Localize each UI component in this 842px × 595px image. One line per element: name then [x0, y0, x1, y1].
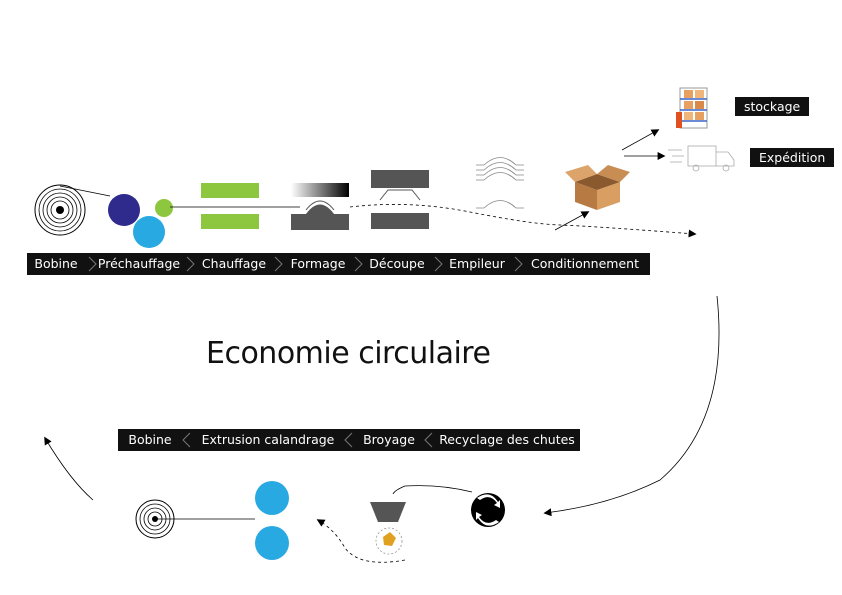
separator-chevrons-reverse — [182, 432, 433, 448]
reel-icon — [135, 499, 175, 539]
step-bobine-recycle: Bobine — [128, 432, 172, 447]
truck-icon — [668, 145, 735, 172]
reel-icon — [34, 184, 86, 236]
shelving-icon — [676, 87, 708, 129]
heater-icon — [201, 183, 259, 229]
step-decoupe: Découpe — [369, 256, 425, 271]
shipping-label: Expédition — [750, 148, 835, 167]
recycling-steps-bar: Bobine Extrusion calandrage Broyage Recy… — [118, 429, 580, 451]
step-bobine: Bobine — [34, 256, 78, 271]
step-prechauffage: Préchauffage — [97, 256, 181, 271]
mold-icon — [291, 183, 349, 230]
page-title: Economie circulaire — [206, 336, 491, 371]
step-formage: Formage — [290, 256, 346, 271]
production-steps-bar: Bobine Préchauffage Chauffage Formage Dé… — [27, 253, 650, 275]
storage-label: stockage — [735, 97, 810, 116]
stack-icon — [476, 157, 524, 209]
box-icon — [565, 165, 630, 210]
recycle-icon — [471, 493, 505, 527]
separator-chevrons — [88, 256, 523, 272]
roller-icon — [108, 194, 173, 248]
step-extrusion: Extrusion calandrage — [201, 432, 335, 447]
grinder-icon — [370, 502, 406, 555]
step-empileur: Empileur — [449, 256, 505, 271]
cutter-icon — [371, 170, 429, 229]
step-broyage: Broyage — [363, 432, 415, 447]
step-chauffage: Chauffage — [201, 256, 267, 271]
roller-icon — [255, 481, 289, 560]
step-recyclage: Recyclage des chutes — [439, 432, 575, 447]
step-conditionnement: Conditionnement — [531, 256, 639, 271]
